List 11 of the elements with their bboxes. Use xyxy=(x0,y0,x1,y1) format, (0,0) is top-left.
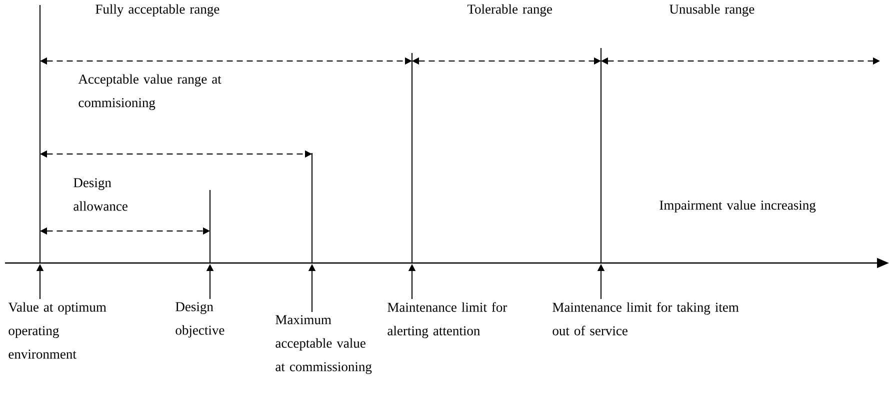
point-label: Maintenance limit for alerting attention xyxy=(388,302,508,338)
point-label: Design objective xyxy=(176,302,224,338)
point-label: Maximum acceptable value at commissioning xyxy=(276,315,372,374)
point-label: Value at optimum operating environment xyxy=(8,302,106,359)
range-label: Fully acceptable range xyxy=(96,4,220,16)
range-label: Impairment value increasing xyxy=(660,200,816,212)
range-label: Tolerable range xyxy=(467,4,552,16)
range-label: Acceptable value range at commisioning xyxy=(78,74,222,110)
range-label: Unusable range xyxy=(670,4,754,16)
range-label: Design allowance xyxy=(74,178,128,211)
point-label: Maintenance limit for taking item out of service xyxy=(552,302,739,336)
